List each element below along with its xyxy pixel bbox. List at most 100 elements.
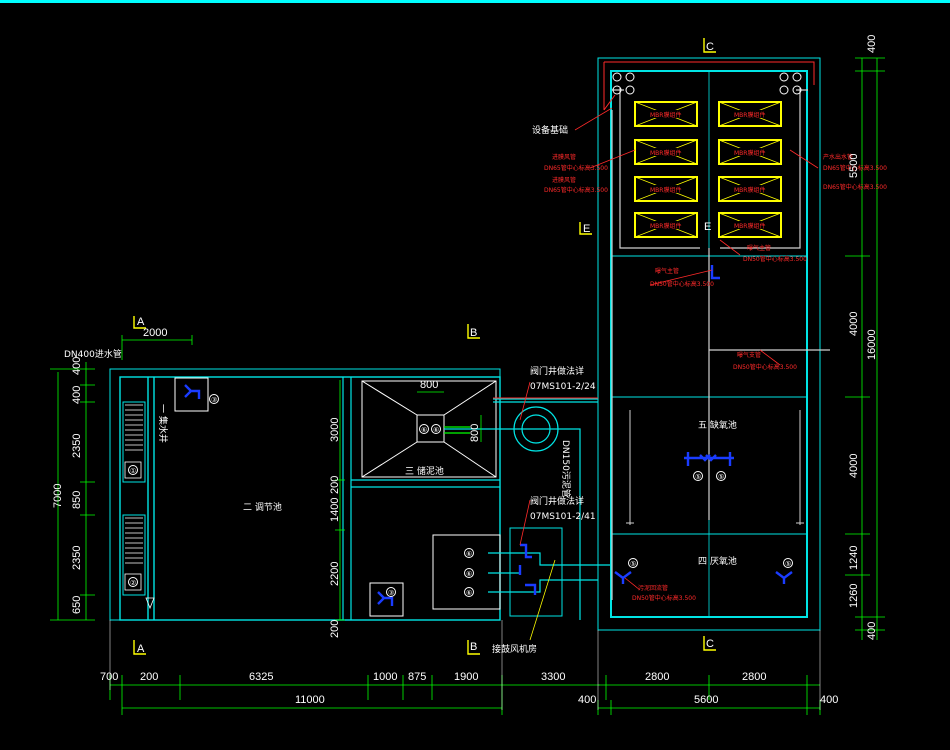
- svg-text:5500: 5500: [848, 154, 860, 178]
- svg-text:⑥: ⑥: [466, 550, 472, 558]
- sludge-pipe-label: DN150污泥管: [560, 440, 572, 498]
- note-mid-5: 曝气支管: [737, 351, 761, 359]
- svg-text:1000: 1000: [373, 671, 397, 683]
- axis-e-left: E: [583, 223, 590, 235]
- right-building: [597, 57, 830, 631]
- regulating-tank-label: 二 调节池: [243, 501, 282, 513]
- valve-well-1-ref: 07MS101-2/24: [530, 382, 596, 392]
- svg-text:700: 700: [100, 671, 118, 683]
- svg-text:⑥: ⑥: [433, 426, 439, 434]
- svg-text:5600: 5600: [694, 694, 718, 706]
- svg-text:1400: 1400: [329, 498, 341, 522]
- svg-text:200: 200: [329, 476, 341, 494]
- svg-text:MBR膜组件: MBR膜组件: [650, 222, 681, 230]
- svg-text:2350: 2350: [71, 546, 83, 570]
- svg-text:400: 400: [866, 622, 878, 640]
- svg-text:⑤: ⑤: [630, 560, 636, 568]
- note-left-4: DN65管中心标高3.500: [544, 186, 608, 194]
- bottom-dims-row-2: 11000 400 5600 400: [295, 694, 838, 706]
- svg-text:2800: 2800: [645, 671, 669, 683]
- svg-text:①: ①: [130, 467, 136, 475]
- svg-text:800: 800: [469, 424, 481, 442]
- svg-text:⑥: ⑥: [466, 570, 472, 578]
- svg-text:MBR膜组件: MBR膜组件: [734, 186, 765, 194]
- note-right-2: DN65管中心标高3.500: [823, 164, 887, 172]
- svg-text:1240: 1240: [848, 546, 860, 570]
- svg-text:400: 400: [820, 694, 838, 706]
- svg-text:400: 400: [71, 357, 83, 375]
- svg-text:7000: 7000: [52, 484, 64, 508]
- green-pipes: [444, 426, 470, 434]
- svg-text:3300: 3300: [541, 671, 565, 683]
- svg-text:MBR膜组件: MBR膜组件: [734, 149, 765, 157]
- axis-a-top: A: [137, 316, 145, 328]
- svg-text:400: 400: [71, 386, 83, 404]
- membrane-labels: MBR膜组件 MBR膜组件 MBR膜组件 MBR膜组件 MBR膜组件 MBR膜组…: [650, 111, 765, 230]
- svg-text:⑤: ⑤: [785, 560, 791, 568]
- svg-text:MBR膜组件: MBR膜组件: [650, 149, 681, 157]
- svg-text:400: 400: [866, 35, 878, 53]
- svg-text:③: ③: [211, 396, 217, 404]
- process-pipes: [444, 398, 610, 620]
- axis-b-top: B: [470, 327, 477, 339]
- note-left-1: 进膜风管: [552, 153, 576, 161]
- left-building: [109, 368, 501, 621]
- valve-well-1-label: 阀门井做法详: [530, 365, 584, 377]
- axis-e-mid: E: [704, 221, 711, 233]
- axis-c-top: C: [706, 41, 714, 53]
- axis-a-bottom: A: [137, 643, 145, 655]
- svg-text:4000: 4000: [848, 454, 860, 478]
- svg-text:⑤: ⑤: [718, 473, 724, 481]
- blower-room-label: 接鼓风机房: [492, 643, 537, 655]
- valve-well-2-ref: 07MS101-2/41: [530, 512, 596, 522]
- svg-text:⑥: ⑥: [466, 589, 472, 597]
- svg-text:2800: 2800: [742, 671, 766, 683]
- extension-lines: [109, 620, 821, 710]
- membrane-modules: [634, 101, 782, 238]
- svg-text:1900: 1900: [454, 671, 478, 683]
- anoxic-tank-label: 四 厌氧池: [698, 555, 737, 567]
- bottom-dims-row-1: 700 200 6325 1000 875 1900 3300 2800 280…: [100, 671, 766, 683]
- left-dims: 7000 400 400 2350 850 2350 650: [52, 357, 83, 614]
- svg-text:⑥: ⑥: [421, 426, 427, 434]
- annotation-leaders: [519, 107, 819, 641]
- svg-text:MBR膜组件: MBR膜组件: [650, 111, 681, 119]
- membrane-room-pumps: [612, 72, 802, 95]
- note-left-3: 进膜风管: [552, 176, 576, 184]
- svg-text:200: 200: [329, 620, 341, 638]
- valve-well-2-label: 阀门井做法详: [530, 495, 584, 507]
- axis-b-bottom: B: [470, 641, 477, 653]
- machine-room: [174, 377, 563, 617]
- sludge-hopper: [361, 380, 497, 478]
- note-right-3: DN65管中心标高3.500: [823, 183, 887, 191]
- axis-markers: [133, 38, 716, 655]
- svg-text:2350: 2350: [71, 434, 83, 458]
- note-mid-2: DN50管中心标高3.500: [743, 255, 807, 263]
- svg-text:400: 400: [578, 694, 596, 706]
- note-right-1: 产水出水管: [823, 153, 853, 161]
- svg-text:3000: 3000: [329, 418, 341, 442]
- note-low-1: 污泥回流管: [638, 584, 668, 592]
- note-mid-6: DN50管中心标高3.500: [733, 363, 797, 371]
- svg-text:2200: 2200: [329, 562, 341, 586]
- svg-text:6325: 6325: [249, 671, 273, 683]
- svg-text:MBR膜组件: MBR膜组件: [734, 222, 765, 230]
- note-low-2: DN50管中心标高3.500: [632, 594, 696, 602]
- left-pumps: [184, 384, 537, 606]
- svg-text:850: 850: [71, 491, 83, 509]
- note-left-2: DN65管中心标高3.500: [544, 164, 608, 172]
- right-dims: 400 16000 400 5500 4000 4000 1240 1260: [848, 35, 878, 640]
- sludge-tank-label: 三 储泥池: [405, 465, 444, 477]
- sump-ladders: [124, 404, 155, 610]
- svg-text:②: ②: [130, 579, 136, 587]
- inlet-pipe-label: DN400进水管: [64, 348, 122, 360]
- svg-text:MBR膜组件: MBR膜组件: [734, 111, 765, 119]
- svg-text:2000: 2000: [143, 327, 167, 339]
- oxic-tank-aerators: [614, 265, 793, 584]
- svg-text:1260: 1260: [848, 584, 860, 608]
- equipment-bubbles: ③ ③ ① ② ⑤ ⑤ ⑤ ⑤ ⑥ ⑥ ⑥ ⑥ ⑥: [128, 394, 793, 597]
- top-bar: [0, 0, 950, 3]
- svg-text:16000: 16000: [866, 329, 878, 360]
- svg-text:650: 650: [71, 596, 83, 614]
- inner-dims: 2000 800 800 3000 200 1400 2200 200: [143, 327, 481, 638]
